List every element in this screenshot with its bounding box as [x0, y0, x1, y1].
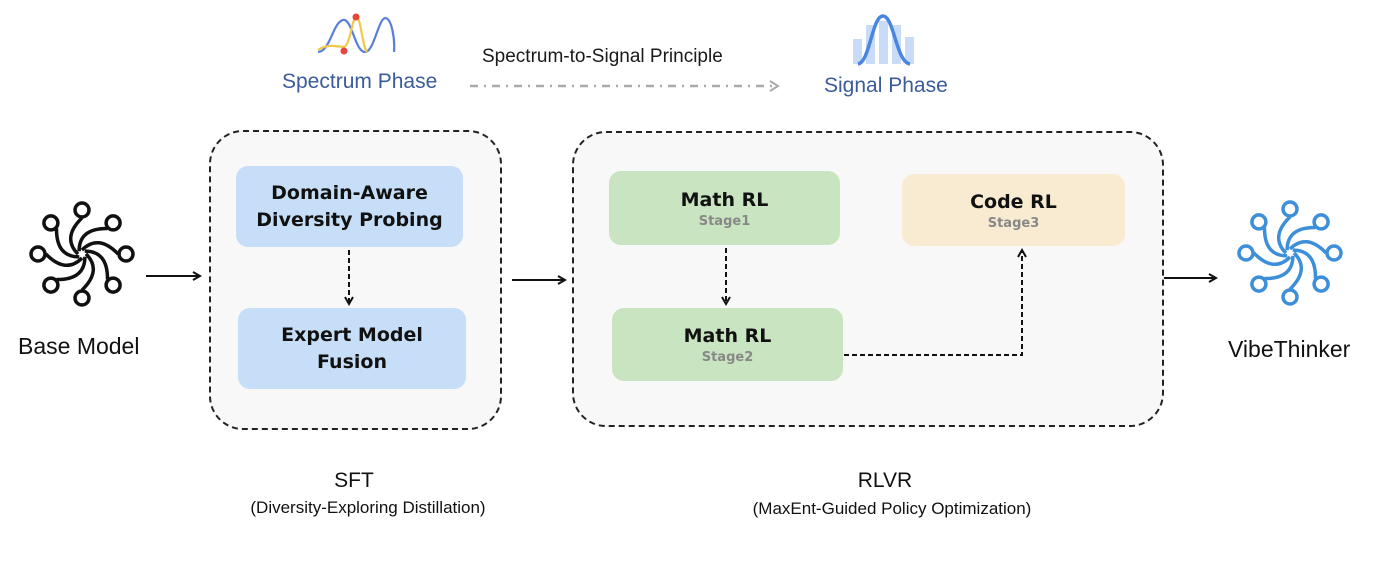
- icon-node: [29, 245, 47, 263]
- sft-caption: SFT: [334, 469, 374, 492]
- icon-node: [117, 245, 135, 263]
- icon-node: [42, 276, 60, 294]
- sft-box-diversity-probing: Domain-Aware Diversity Probing: [236, 166, 463, 247]
- icon-node: [73, 201, 91, 219]
- rlvr-caption: RLVR: [857, 469, 913, 492]
- icon-node: [104, 276, 122, 294]
- box-title-line: Domain-Aware: [271, 181, 428, 204]
- icon-arm: [1285, 225, 1316, 251]
- signal-phase-label: Signal Phase: [824, 74, 948, 97]
- box-stage: Stage2: [701, 350, 754, 365]
- box-stage: Stage3: [987, 215, 1040, 231]
- icon-node: [104, 214, 122, 232]
- icon-node: [1325, 244, 1343, 262]
- icon-node: [1250, 275, 1268, 293]
- principle-label: Spectrum-to-Signal Principle: [482, 46, 723, 67]
- icon-arm: [1262, 227, 1288, 258]
- icon-node: [42, 214, 60, 232]
- box-title: Math RL: [683, 325, 772, 347]
- icon-arm: [1292, 248, 1318, 279]
- box-title: Code RL: [970, 190, 1057, 213]
- icon-node: [1312, 275, 1330, 293]
- spectrum-phase-label: Spectrum Phase: [282, 70, 438, 93]
- arrow-stage2-to-stage3: [844, 250, 1022, 356]
- sft-box-expert-fusion: Expert Model Fusion: [238, 308, 466, 389]
- icon-arm: [1277, 215, 1292, 255]
- sft-subcaption: (Diversity-Exploring Distillation): [250, 498, 486, 517]
- icon-node: [73, 289, 91, 307]
- icon-arm: [54, 228, 80, 259]
- icon-arm: [1264, 255, 1295, 281]
- icon-node: [1237, 244, 1255, 262]
- icon-node: [1250, 213, 1268, 231]
- box-title-line: Diversity Probing: [256, 208, 443, 231]
- icon-node: [1281, 288, 1299, 306]
- vibethinker-label: VibeThinker: [1228, 336, 1351, 362]
- base-model-label: Base Model: [18, 333, 140, 359]
- icon-arm: [84, 249, 110, 280]
- icon-arm: [80, 252, 95, 292]
- icon-node: [1312, 213, 1330, 231]
- icon-arm: [44, 252, 84, 267]
- rlvr-box-math-stage1: Math RL Stage1: [609, 171, 840, 245]
- box-title: Math RL: [680, 188, 769, 211]
- icon-arm: [1288, 240, 1328, 255]
- box-stage: Stage1: [698, 213, 751, 229]
- icon-arm: [77, 226, 108, 252]
- rlvr-box-math-stage2: Math RL Stage2: [612, 308, 843, 381]
- icon-arm: [1252, 251, 1292, 266]
- rlvr-box-code-stage3: Code RL Stage3: [902, 174, 1125, 246]
- icon-node: [1281, 200, 1299, 218]
- icon-arm: [80, 241, 120, 256]
- icon-arm: [69, 216, 84, 256]
- box-title-line: Expert Model: [281, 323, 423, 346]
- icon-arm: [56, 256, 87, 282]
- rlvr-subcaption: (MaxEnt-Guided Policy Optimization): [752, 499, 1032, 518]
- icon-arm: [1288, 251, 1303, 291]
- box-title-line: Fusion: [317, 350, 387, 373]
